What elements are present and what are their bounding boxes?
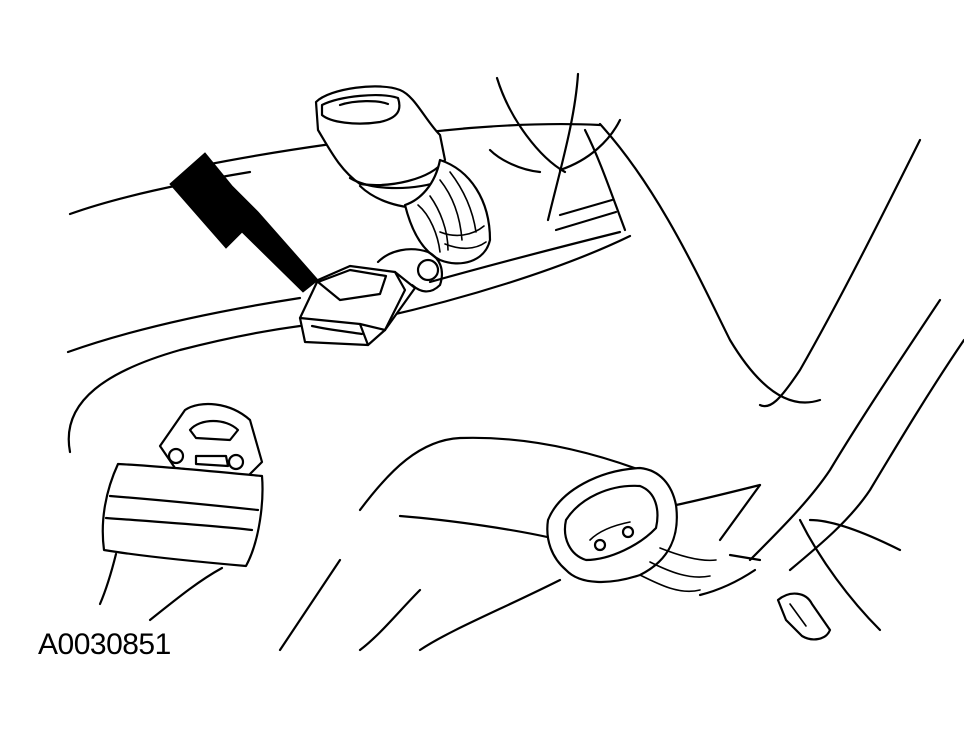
lower-buckle: [278, 436, 762, 652]
seat-contour-lines: [66, 72, 922, 454]
buckle-receptacle: [314, 85, 492, 265]
belt-tongue: [98, 403, 264, 622]
electrical-connector: [298, 248, 444, 347]
figure-id-label: A0030851: [38, 628, 171, 661]
seat-frame: [718, 298, 964, 641]
